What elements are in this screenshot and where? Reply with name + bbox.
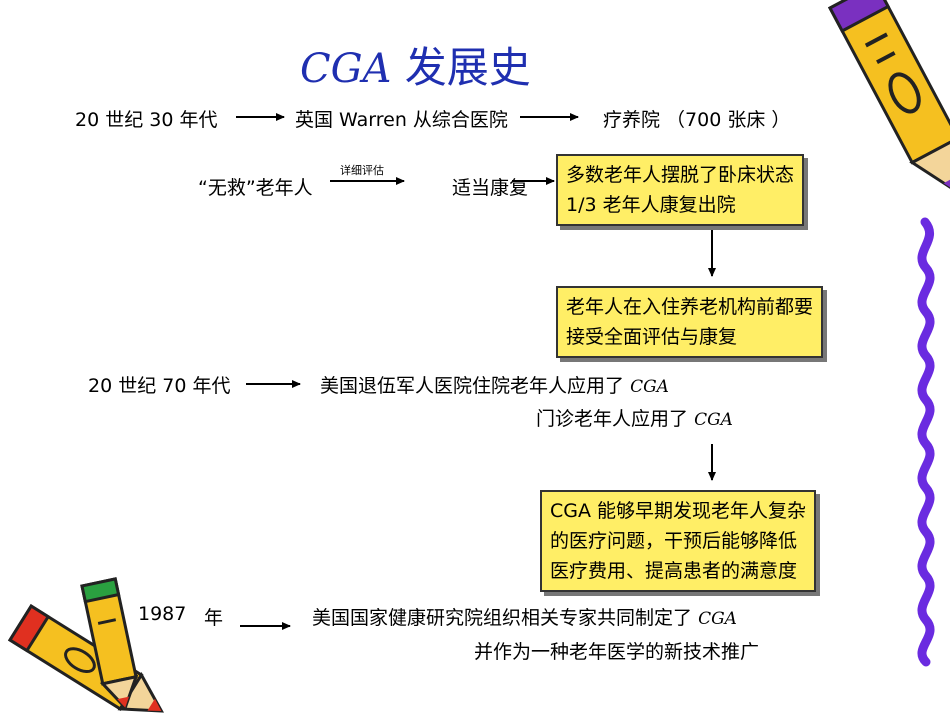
period-1970s: 20 世纪 70 年代	[88, 375, 231, 397]
title-cga: CGA	[300, 46, 392, 92]
outpatient-cga: CGA	[694, 410, 733, 430]
pencil-icon	[827, 0, 950, 195]
promotion-line: 并作为一种老年医学的新技术推广	[474, 641, 760, 663]
period-1930s: 20 世纪 30 年代	[75, 109, 218, 131]
rehab-text: 适当康复	[452, 177, 529, 199]
target-text: 疗养院 （700 张床 ）	[603, 109, 791, 131]
year-1987: 1987	[138, 603, 187, 625]
box1-line2: 1/3 老年人康复出院	[566, 194, 736, 216]
box3-line1: CGA 能够早期发现老年人复杂	[550, 500, 807, 522]
box3-line2: 的医疗问题，干预后能够降低	[550, 530, 798, 552]
pencil-icon	[80, 577, 139, 711]
ribbon-decoration	[917, 217, 935, 667]
inpatient-text: 美国退伍军人医院住院老年人应用了	[320, 375, 625, 397]
result-box-1: 多数老年人摆脱了卧床状态 1/3 老年人康复出院	[556, 154, 805, 226]
box2-line1: 老年人在入住养老机构前都要	[566, 296, 814, 318]
result-box-2: 老年人在入住养老机构前都要 接受全面评估与康复	[556, 286, 824, 358]
year-suffix: 年	[204, 607, 224, 629]
page-title: CGA 发展史	[300, 34, 531, 95]
outpatient-text: 门诊老年人应用了	[536, 408, 689, 430]
outpatient-line: 门诊老年人应用了 CGA	[536, 404, 733, 431]
inpatient-line: 美国退伍军人医院住院老年人应用了 CGA	[320, 371, 669, 398]
nih-text: 美国国家健康研究院组织相关专家共同制定了	[312, 607, 693, 629]
source-text: 英国 Warren 从综合医院	[295, 109, 508, 131]
arrow-label-assessment: 详细评估	[340, 164, 384, 177]
hopeless-elderly: “无救”老年人	[198, 177, 313, 199]
box2-line2: 接受全面评估与康复	[566, 326, 738, 348]
box1-line1: 多数老年人摆脱了卧床状态	[566, 164, 795, 186]
title-suffix: 发展史	[391, 43, 531, 92]
inpatient-cga: CGA	[630, 377, 669, 397]
box3-line3: 医疗费用、提高患者的满意度	[550, 560, 798, 582]
nih-cga: CGA	[698, 609, 737, 629]
nih-line: 美国国家健康研究院组织相关专家共同制定了 CGA	[312, 603, 737, 630]
result-box-3: CGA 能够早期发现老年人复杂 的医疗问题，干预后能够降低 医疗费用、提高患者的…	[540, 490, 817, 592]
